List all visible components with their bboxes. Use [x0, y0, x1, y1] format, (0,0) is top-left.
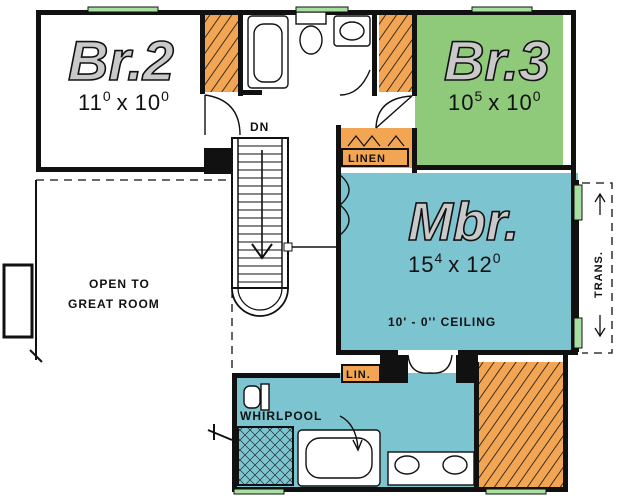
- master-bath-fixtures: [207, 383, 475, 487]
- east-wall-master: [571, 180, 579, 352]
- south-wall: [232, 487, 568, 492]
- west-wall-bath: [232, 373, 237, 492]
- master-floor: [340, 173, 578, 350]
- open-to-label-line2: GREAT ROOM: [68, 297, 160, 311]
- bedroom3-south-wall: [412, 165, 574, 170]
- stair-down-label: DN: [250, 120, 269, 134]
- walk-in-closet-floor: [478, 362, 563, 488]
- closet-wall-block: [456, 355, 478, 383]
- windows: [87, 6, 583, 495]
- bedroom3-west-wall: [412, 14, 417, 96]
- bedroom2-closet: [205, 14, 242, 92]
- doors: [204, 69, 453, 374]
- master-ceiling-note: 10' - 0'' CEILING: [388, 315, 496, 329]
- bath-east-wall: [372, 14, 377, 96]
- master-title: Mbr.: [408, 192, 519, 252]
- bedroom3-floor: [415, 14, 563, 167]
- bedroom2-east-wall: [200, 14, 205, 94]
- bath-west-wall: [238, 14, 243, 96]
- bedroom3-title: Br.3: [444, 29, 550, 92]
- hall-bath-fixtures: [247, 11, 371, 89]
- closet-west-wall: [474, 362, 479, 488]
- master-south-wall-right: [458, 350, 578, 355]
- corner-post: [29, 340, 43, 363]
- chimney-block: [204, 148, 234, 174]
- bedroom2-south-wall: [36, 167, 206, 172]
- staircase: [231, 137, 340, 372]
- bath-south-wall-left: [242, 90, 262, 95]
- transom-label: TRANS.: [593, 251, 605, 298]
- master-west-wall: [336, 170, 341, 355]
- east-wall-closet: [563, 352, 568, 492]
- bedroom2-title: Br.2: [68, 29, 174, 92]
- west-wall-bedroom2: [36, 10, 41, 170]
- lin-tag: [341, 364, 381, 383]
- bedroom3-west-wall-lower: [412, 128, 417, 173]
- bay-window: [2, 263, 34, 339]
- whirlpool-label: WHIRLPOOL: [240, 409, 322, 423]
- east-wall: [571, 10, 576, 187]
- open-to-label-line1: OPEN TO: [89, 277, 150, 291]
- transom-window: [582, 182, 613, 354]
- linen-tag: [341, 148, 409, 167]
- master-south-wall-left: [336, 350, 398, 355]
- linen-west-wall: [336, 125, 341, 173]
- linen-label: LINEN: [348, 153, 386, 165]
- lin-wall-block: [380, 355, 408, 383]
- bath-north-wall: [232, 373, 340, 378]
- lin-label: LIN.: [346, 369, 371, 381]
- bedroom3-closet: [379, 14, 415, 92]
